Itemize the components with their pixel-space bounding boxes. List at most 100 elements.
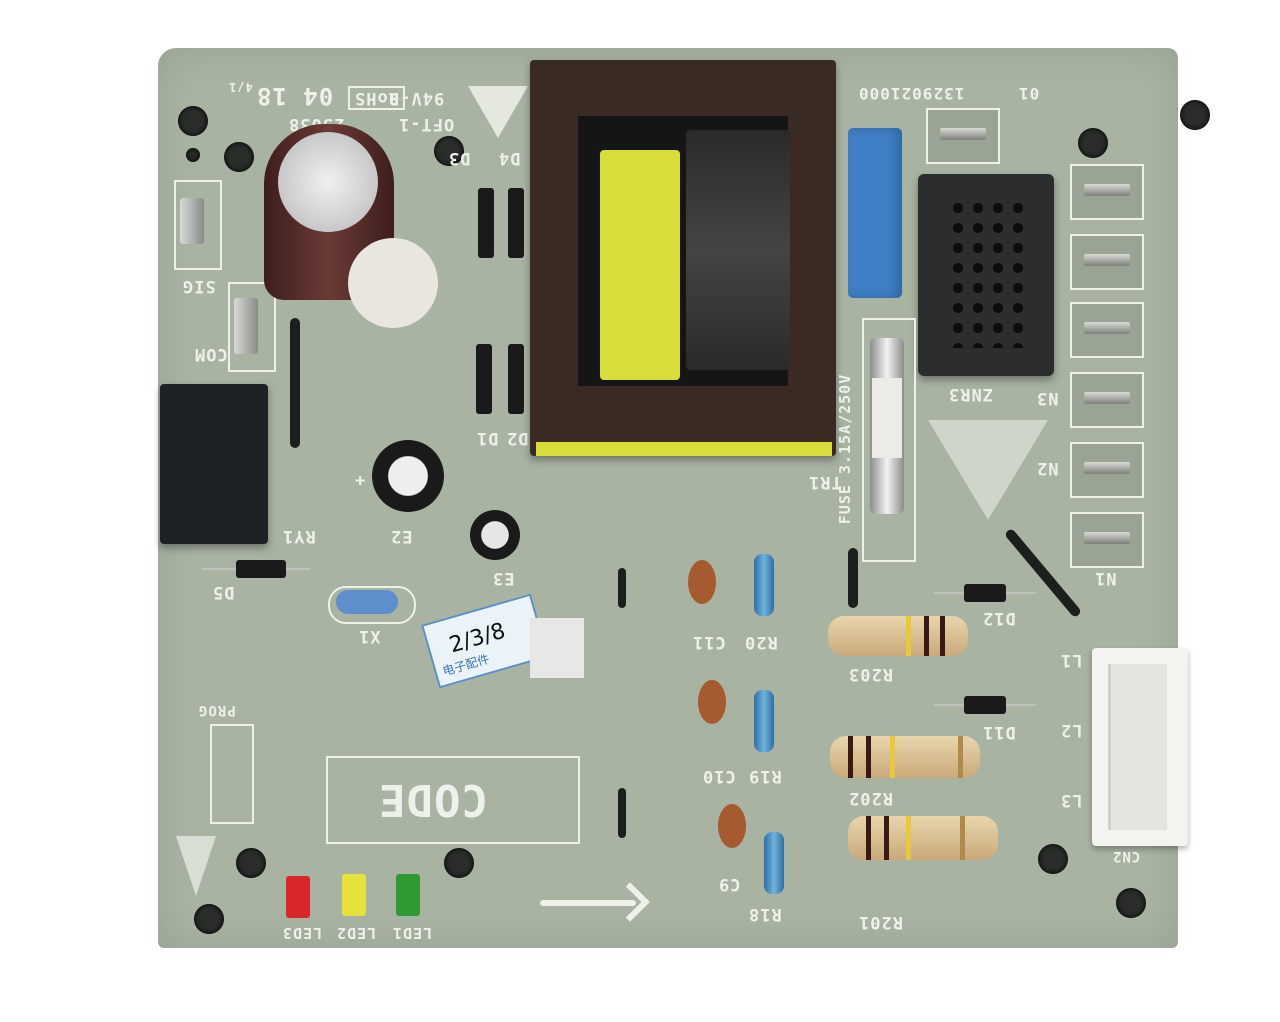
crystal-x1 [336, 590, 398, 614]
fuse-label: FUSE 3.15A/250V [836, 373, 855, 525]
prog-label: PROG [198, 702, 236, 718]
resistor-band [940, 616, 945, 656]
c10-label: C10 [702, 766, 736, 786]
r20-label: R20 [744, 632, 778, 652]
d2-label: D2 [506, 428, 529, 448]
resistor-r20 [754, 554, 774, 616]
fuse-outline [862, 318, 916, 562]
arrow-head [610, 882, 650, 922]
ry1-label: RY1 [282, 526, 316, 546]
fuse-ceramic-body [872, 378, 902, 458]
ceramic-capacitor-c10 [698, 680, 726, 724]
pcb-trace [618, 568, 626, 608]
screw-icon [176, 836, 216, 896]
x1-label: X1 [358, 626, 381, 646]
mounting-hole [1078, 128, 1108, 158]
mounting-hole [444, 848, 474, 878]
d1-label: D1 [476, 428, 499, 448]
electrolytic-capacitor-e3 [470, 510, 520, 560]
sig-terminal-tab[interactable] [180, 198, 204, 244]
board-marking: OFT-1 [398, 114, 455, 134]
e2-label: E2 [390, 526, 413, 546]
n3-label: N3 [1036, 388, 1059, 408]
esd-warning-triangle-icon [468, 86, 528, 138]
varistor-vent-grid [948, 198, 1028, 348]
r202-label: R202 [848, 788, 893, 808]
resistor-band [866, 736, 871, 778]
mounting-hole [1038, 844, 1068, 874]
transformer-base-tape [536, 442, 832, 456]
connector-cn2[interactable] [1092, 648, 1188, 846]
x1-outline [328, 586, 416, 624]
resistor-band [866, 816, 871, 860]
prog-connector[interactable] [210, 724, 254, 824]
e3-label: E3 [492, 568, 515, 588]
mounting-hole [236, 848, 266, 878]
mounting-hole [186, 148, 200, 162]
diode-d11 [964, 696, 1006, 714]
terminal-n3[interactable] [1070, 372, 1144, 428]
led3-red [286, 876, 310, 918]
terminal-n2[interactable] [1070, 442, 1144, 498]
l2-label: L2 [1060, 720, 1083, 740]
mounting-hole [178, 106, 208, 136]
d11-label: D11 [982, 722, 1016, 742]
com-terminal [228, 282, 276, 372]
electrolytic-capacitor-e2 [372, 440, 444, 512]
l3-label: L3 [1060, 790, 1083, 810]
rohs-text: RoHS [354, 88, 399, 108]
r203-label: R203 [848, 664, 893, 684]
d3-label: D3 [448, 148, 471, 168]
white-y-capacitor [348, 238, 438, 328]
part-number: 1329021000 [858, 84, 965, 103]
capacitor-top-vent [278, 132, 378, 232]
resistor-band [884, 816, 889, 860]
power-resistor-r203 [828, 616, 968, 656]
r19-label: R19 [748, 766, 782, 786]
transformer-tr1 [530, 60, 836, 456]
d4-label: D4 [498, 148, 521, 168]
revision-mark: 4/1 [228, 80, 253, 94]
varistor-block [918, 174, 1054, 376]
diode-d5 [236, 560, 286, 578]
mounting-hole [194, 904, 224, 934]
l1-label: L1 [1060, 650, 1083, 670]
high-voltage-warning-icon [928, 420, 1048, 520]
resistor-band [848, 736, 853, 778]
qr-sticker [530, 618, 584, 678]
terminal-unlabeled-4[interactable] [1070, 302, 1144, 358]
ceramic-capacitor-c11 [688, 560, 716, 604]
mounting-hole [1180, 100, 1210, 130]
c9-label: C9 [718, 874, 741, 894]
relay-ry1 [160, 384, 268, 544]
diode-d12 [964, 584, 1006, 602]
terminal-unlabeled-1[interactable] [926, 108, 1000, 164]
com-label: COM [194, 344, 228, 364]
diode-d4 [508, 188, 524, 258]
resistor-band [890, 736, 895, 778]
terminal-n1[interactable] [1070, 512, 1144, 568]
sig-label: SIG [182, 276, 216, 296]
com-terminal-tab[interactable] [234, 298, 258, 354]
resistor-band [958, 736, 963, 778]
pcb-trace [290, 318, 300, 448]
diode-d2 [508, 344, 524, 414]
sig-terminal [174, 180, 222, 270]
terminal-unlabeled-3[interactable] [1070, 234, 1144, 290]
resistor-r18 [764, 832, 784, 894]
mounting-hole [434, 136, 464, 166]
n2-label: N2 [1036, 458, 1059, 478]
connector-slot [1108, 664, 1167, 830]
arrow-right-icon [540, 900, 636, 906]
code-text: CODE [378, 774, 488, 825]
pcb-board: 94V-0 RoHS 04 18 4/1 OFT-1 25038 1329021… [158, 48, 1210, 948]
pcb-trace [848, 548, 858, 608]
ceramic-capacitor-c9 [718, 804, 746, 848]
led2-yellow [342, 874, 366, 916]
d12-label: D12 [982, 608, 1016, 628]
terminal-unlabeled-2[interactable] [1070, 164, 1144, 220]
led1-green [396, 874, 420, 916]
cn2-label: CN2 [1112, 848, 1141, 864]
rohs-mark: RoHS [348, 86, 405, 110]
board-marking: 01 [1018, 84, 1040, 103]
